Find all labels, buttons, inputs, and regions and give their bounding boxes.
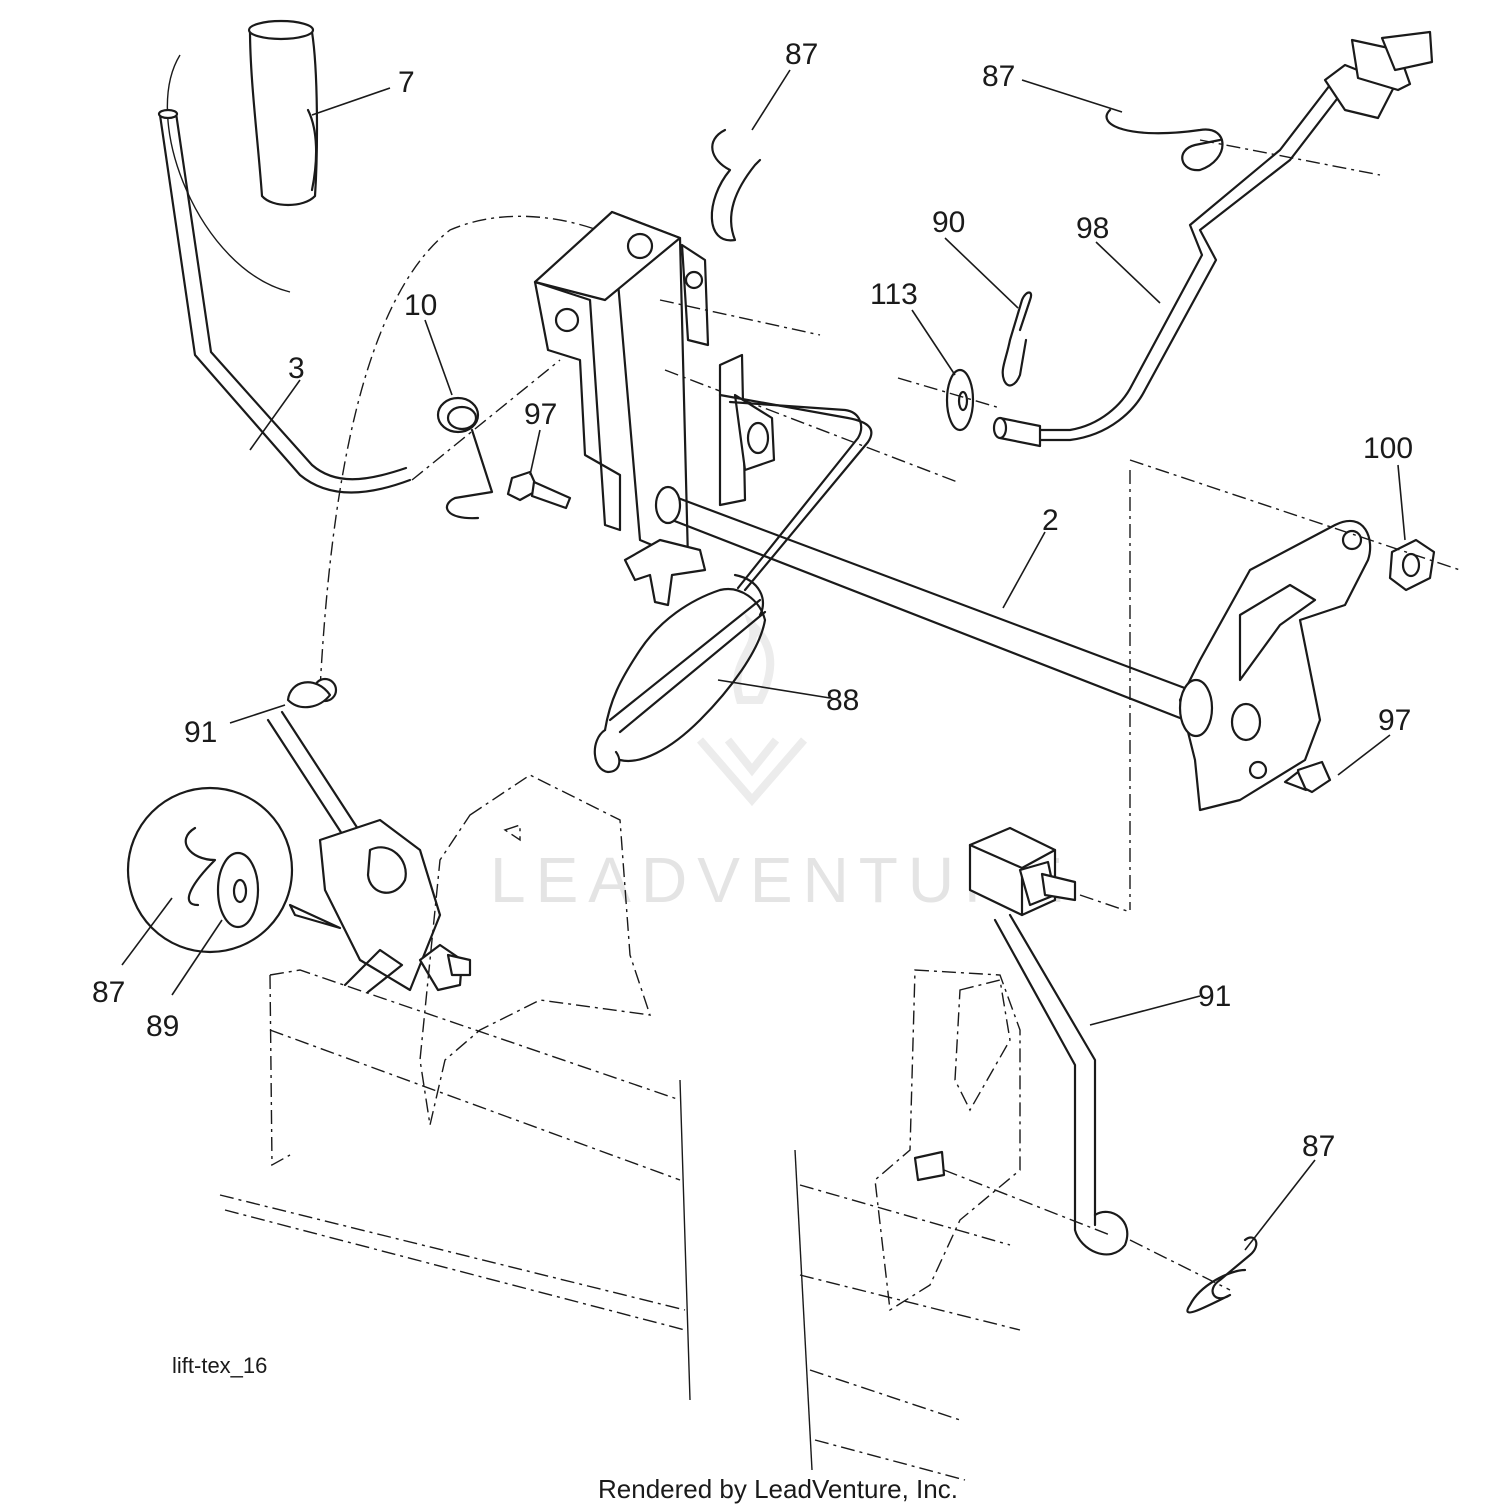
bolt-97-left (506, 470, 572, 510)
callout-113: 113 (870, 278, 918, 311)
footer-credit: Rendered by LeadVenture, Inc. (598, 1474, 958, 1504)
callout-87-top: 87 (785, 38, 818, 71)
watermark-text: LEADVENTURE (490, 844, 1073, 916)
callout-87-upper-right: 87 (982, 60, 1015, 93)
bolt-97-right (1283, 760, 1332, 794)
watermark-logo: LEADVENTURE (490, 612, 1073, 916)
link-91-right (968, 826, 1129, 1256)
grip-7 (247, 19, 319, 207)
callout-91-left: 91 (184, 716, 217, 749)
callout-88: 88 (826, 684, 859, 717)
callout-2: 2 (1042, 504, 1059, 537)
callout-97-left: 97 (524, 398, 557, 431)
main-bracket (533, 210, 710, 562)
spring-10 (436, 396, 494, 520)
callout-100: 100 (1363, 432, 1413, 465)
callout-10: 10 (404, 289, 437, 322)
callout-98: 98 (1076, 212, 1109, 245)
inset-detail (126, 786, 342, 954)
lift-arm-right (1178, 519, 1372, 812)
callout-87-inset: 87 (92, 976, 125, 1009)
lift-plate (623, 353, 776, 607)
callout-91-right: 91 (1198, 980, 1231, 1013)
callout-87-lower-right: 87 (1302, 1130, 1335, 1163)
spring-88 (593, 573, 767, 774)
callout-97-right: 97 (1378, 704, 1411, 737)
callout-90: 90 (932, 206, 965, 239)
callout-3: 3 (288, 352, 305, 385)
deck-bracket-left (318, 818, 472, 994)
rod-98 (992, 30, 1434, 448)
callout-89: 89 (146, 1010, 179, 1043)
nut-100 (1388, 538, 1436, 592)
drawing-code: lift-tex_16 (172, 1353, 268, 1378)
pin-90 (1001, 291, 1033, 387)
callout-7: 7 (398, 66, 415, 99)
washer-113 (945, 368, 975, 432)
